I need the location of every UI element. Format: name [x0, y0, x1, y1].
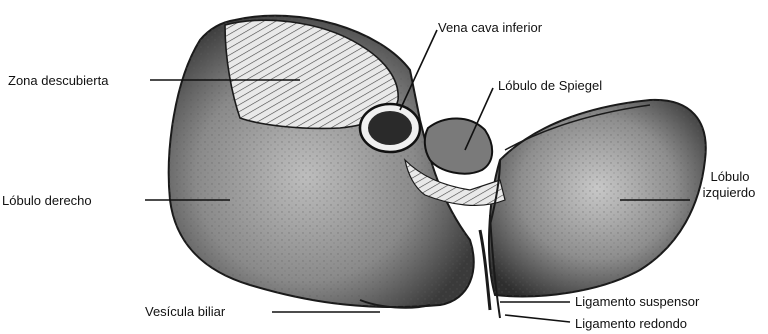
- label-lobulo-derecho: Lóbulo derecho: [2, 193, 92, 208]
- spiegel-lobe-shape: [425, 118, 492, 173]
- label-vena-cava-inferior: Vena cava inferior: [438, 20, 542, 35]
- label-ligamento-suspensor: Ligamento suspensor: [575, 294, 699, 309]
- label-ligamento-redondo: Ligamento redondo: [575, 316, 687, 331]
- label-vesicula-biliar: Vesícula biliar: [145, 304, 225, 319]
- label-lobulo-izquierdo-line2: izquierdo: [694, 185, 764, 200]
- label-lobulo-izquierdo-line1: Lóbulo: [700, 169, 760, 184]
- label-zona-descubierta: Zona descubierta: [8, 73, 108, 88]
- label-lobulo-spiegel: Lóbulo de Spiegel: [498, 78, 602, 93]
